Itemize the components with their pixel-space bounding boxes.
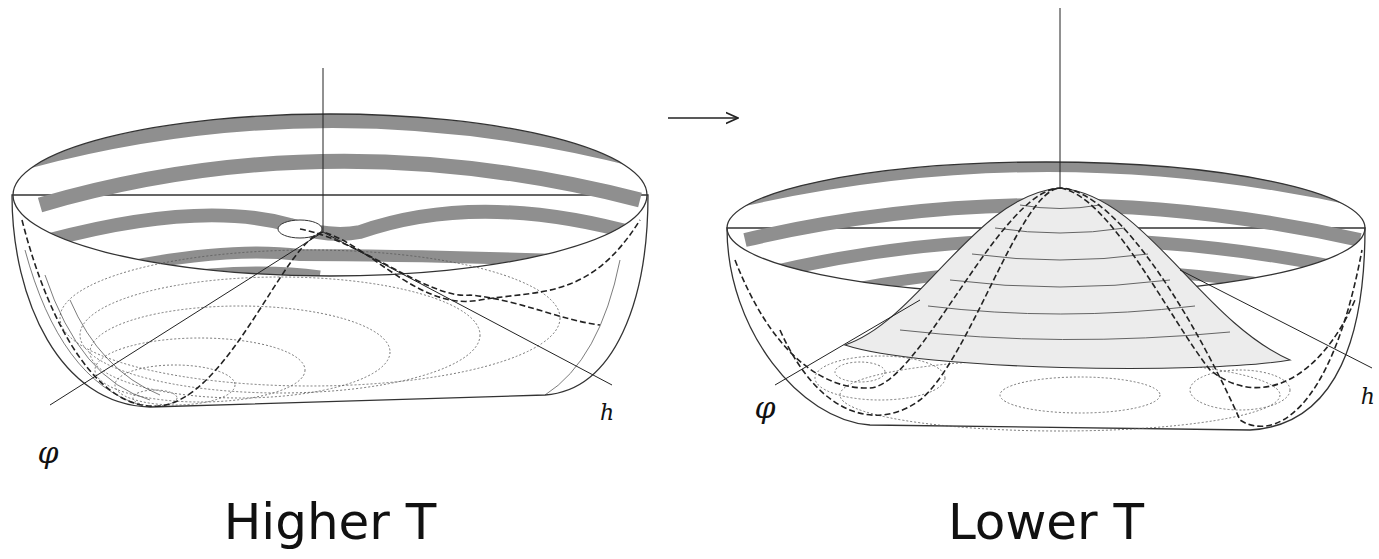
axis-label: φ — [754, 393, 775, 423]
potential-curve — [22, 220, 640, 406]
potential-curve — [735, 188, 1362, 426]
axis-label: φ — [37, 438, 58, 468]
contour-lines — [60, 250, 560, 406]
mesh-lines — [25, 250, 620, 405]
vertical-axis — [323, 68, 324, 232]
phi-axis — [775, 300, 920, 385]
h-axis — [1180, 270, 1372, 368]
axis-label: h — [1361, 386, 1375, 408]
bowl-outline — [12, 195, 648, 407]
central-hump — [845, 188, 1290, 368]
hump-rings — [900, 205, 1230, 340]
lower-t-bowl — [727, 8, 1372, 431]
vertical-axis — [1060, 8, 1061, 188]
axis-label: h — [600, 402, 614, 424]
panel-title: Lower T — [948, 497, 1144, 547]
h-axis — [323, 232, 612, 385]
phi-axis — [50, 232, 323, 405]
transition-arrow — [668, 117, 738, 119]
panel-title: Higher T — [224, 497, 437, 547]
higher-t-bowl — [12, 68, 648, 407]
